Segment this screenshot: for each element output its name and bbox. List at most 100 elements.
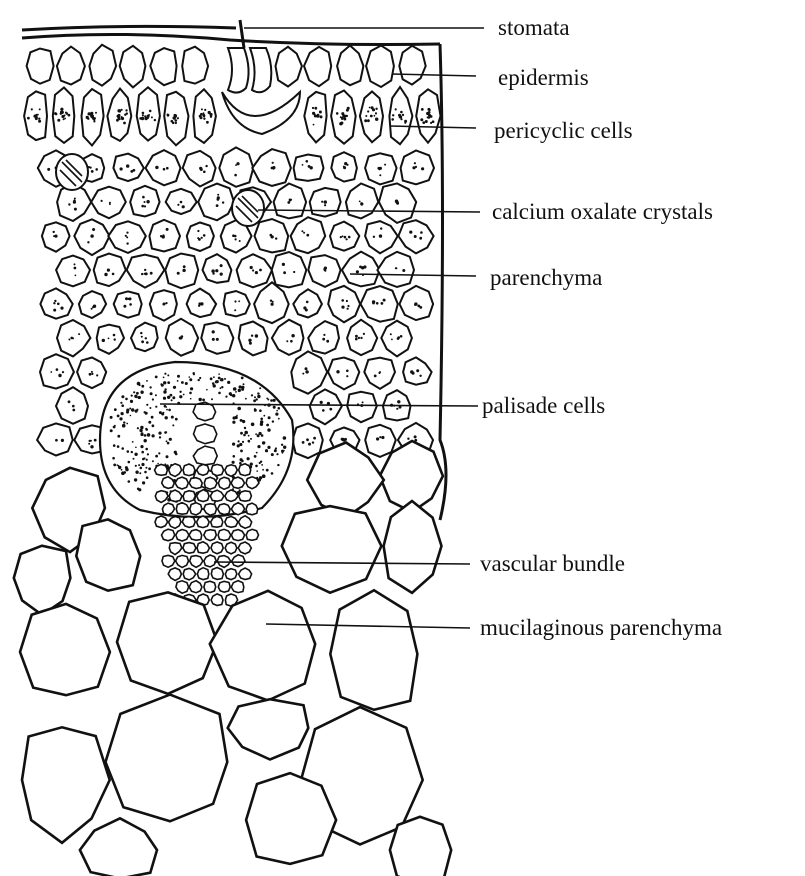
- vascular-cell: [204, 477, 217, 489]
- palisade-stipple: [262, 469, 264, 471]
- cell-dot: [346, 375, 348, 377]
- cell-dot: [61, 115, 64, 118]
- label-calcium-oxalate-crystals: calcium oxalate crystals: [492, 199, 713, 224]
- cell-dot: [200, 302, 203, 305]
- vascular-cell: [204, 581, 216, 592]
- palisade-stipple: [142, 481, 145, 484]
- palisade-stipple: [260, 420, 263, 423]
- cell-dot: [400, 335, 403, 338]
- palisade-stipple: [241, 377, 244, 380]
- cell-dot: [419, 375, 421, 377]
- palisade-stipple: [117, 435, 120, 438]
- cell-dot: [54, 300, 56, 302]
- cell-dot: [91, 170, 94, 173]
- cell-dot: [341, 306, 344, 309]
- cell-dot: [416, 369, 419, 372]
- palisade-stipple: [248, 440, 251, 443]
- vascular-cell: [189, 530, 202, 541]
- cell-dot: [112, 273, 115, 276]
- palisade-stipple: [278, 407, 281, 410]
- cell-dot: [430, 122, 432, 124]
- epidermis-cell: [120, 46, 146, 88]
- palisade-stipple: [166, 409, 168, 411]
- cell-dot: [126, 232, 128, 234]
- cell-dot: [91, 371, 93, 373]
- palisade-stipple: [211, 398, 213, 400]
- cell-dot: [367, 119, 370, 122]
- cell-dot: [149, 110, 152, 113]
- parenchyma-cell: [342, 252, 380, 287]
- cell-dot: [95, 168, 98, 171]
- cell-dot: [96, 374, 98, 376]
- palisade-stipple: [152, 398, 154, 400]
- cell-dot: [414, 162, 416, 164]
- palisade-stipple: [233, 387, 237, 391]
- palisade-stipple: [152, 424, 155, 427]
- cell-dot: [319, 111, 322, 114]
- cell-dot: [217, 194, 219, 196]
- vascular-cell: [162, 477, 175, 489]
- cell-dot: [91, 115, 94, 118]
- palisade-stipple: [135, 410, 138, 413]
- cell-dot: [314, 107, 317, 110]
- cell-dot: [293, 271, 295, 273]
- vascular-cell: [246, 503, 258, 515]
- cell-dot: [326, 340, 329, 343]
- epidermis-cell: [27, 49, 54, 84]
- cell-dot: [197, 230, 199, 232]
- cell-dot: [271, 235, 274, 238]
- palisade-stipple: [120, 402, 122, 404]
- cell-dot: [430, 115, 433, 118]
- cell-dot: [140, 332, 142, 334]
- cell-dot: [74, 263, 76, 265]
- palisade-stipple: [168, 409, 171, 412]
- cell-dot: [381, 302, 384, 305]
- cell-dot: [57, 303, 60, 306]
- vascular-cell: [155, 464, 168, 475]
- palisade-stipple: [250, 463, 253, 466]
- cell-dot: [38, 120, 41, 123]
- cell-dot: [381, 436, 384, 439]
- cell-dot: [174, 116, 176, 118]
- cell-dot: [365, 115, 367, 117]
- palisade-stipple: [251, 394, 253, 396]
- palisade-stipple: [145, 467, 147, 469]
- palisade-stipple: [220, 387, 222, 389]
- palisade-stipple: [113, 444, 116, 447]
- cell-dot: [104, 273, 107, 276]
- palisade-stipple: [172, 424, 174, 426]
- palisade-stipple: [158, 432, 161, 435]
- vascular-cell: [232, 555, 245, 567]
- mucilaginous-cell: [76, 519, 140, 590]
- palisade-stipple: [239, 489, 241, 491]
- palisade-stipple: [185, 382, 188, 385]
- vascular-cell: [190, 503, 202, 515]
- cell-dot: [72, 337, 74, 339]
- cell-dot: [177, 272, 180, 275]
- cell-dot: [427, 116, 429, 118]
- palisade-stipple: [235, 391, 237, 393]
- cell-dot: [183, 265, 186, 268]
- cell-dot: [182, 269, 185, 272]
- palisade-stipple: [163, 377, 165, 379]
- cell-dot: [412, 166, 415, 169]
- cell-dot: [355, 335, 358, 338]
- mucilaginous-cell: [384, 501, 442, 593]
- cell-dot: [428, 111, 431, 114]
- palisade-stipple: [237, 444, 240, 447]
- cell-dot: [346, 370, 349, 373]
- cell-dot: [402, 269, 405, 272]
- palisade-stipple: [138, 464, 140, 466]
- palisade-stipple: [240, 432, 243, 435]
- cell-dot: [324, 270, 326, 272]
- palisade-stipple: [173, 386, 176, 389]
- cell-dot: [89, 373, 92, 376]
- cell-dot: [397, 336, 400, 339]
- cell-dot: [72, 409, 75, 412]
- palisade-stipple: [140, 426, 143, 429]
- cell-dot: [53, 231, 55, 233]
- cell-dot: [414, 302, 417, 305]
- cell-dot: [220, 264, 223, 267]
- palisade-stipple: [233, 455, 236, 458]
